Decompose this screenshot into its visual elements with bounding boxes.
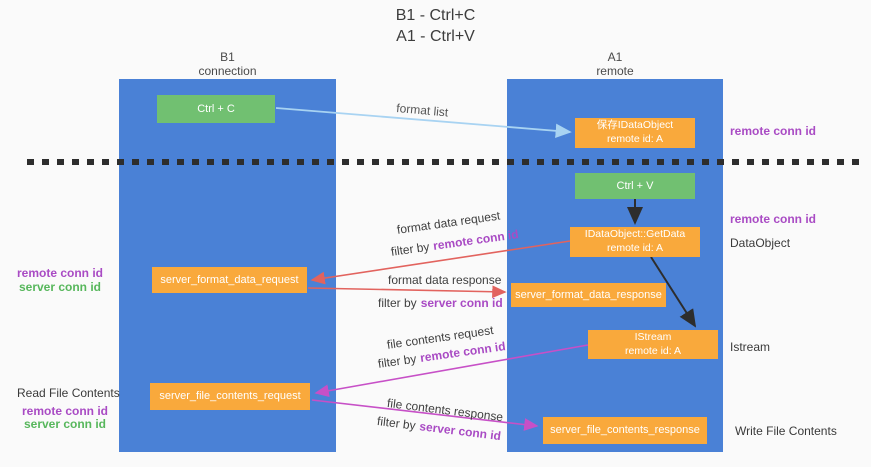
right-remote-conn-id-top: remote conn id — [730, 124, 817, 138]
istream-box: IStream remote id: A — [588, 330, 718, 359]
format-data-response-arrow — [307, 285, 507, 299]
left-column-role: connection — [198, 64, 257, 79]
left-column-name: B1 — [220, 50, 235, 64]
left-server-conn-id-2: server conn id — [23, 417, 106, 431]
server-conn-id-text-2: server conn id — [420, 296, 503, 310]
istream-line1: IStream — [634, 330, 672, 343]
save-dataobject-box: 保存IDataObject remote id: A — [575, 118, 695, 148]
ctrl-v-label: Ctrl + V — [616, 179, 654, 192]
read-file-contents-label: Read File Contents — [17, 386, 120, 400]
getdata-line1: IDataObject::GetData — [584, 228, 686, 241]
server-format-data-request-box: server_format_data_request — [152, 267, 307, 293]
save-dataobject-line2: remote id: A — [606, 133, 664, 145]
title-line-1: B1 - Ctrl+C — [395, 7, 476, 24]
left-remote-conn-id-1: remote conn id — [17, 266, 104, 280]
server-file-contents-request-label: server_file_contents_request — [159, 390, 301, 403]
right-column-header: A1 remote — [507, 50, 723, 79]
diagram-title: B1 - Ctrl+C A1 - Ctrl+V — [0, 6, 871, 48]
right-istream-label: Istream — [730, 340, 771, 354]
right-dataobject-label: DataObject — [730, 236, 791, 250]
left-server-conn-id-1: server conn id — [18, 280, 101, 294]
right-column-name: A1 — [607, 50, 623, 64]
left-column-header: B1 connection — [119, 50, 336, 79]
title-line-2: A1 - Ctrl+V — [396, 27, 475, 45]
left-remote-conn-id-2: remote conn id — [22, 404, 109, 418]
server-file-contents-response-box: server_file_contents_response — [543, 417, 707, 444]
file-contents-request-arrow — [314, 344, 589, 398]
getdata-line2: remote id: A — [606, 242, 664, 254]
server-format-data-request-label: server_format_data_request — [160, 273, 299, 286]
ctrl-c-label: Ctrl + C — [197, 102, 235, 115]
ctrl-c-box: Ctrl + C — [157, 95, 275, 123]
server-format-data-response-box: server_format_data_response — [511, 283, 666, 307]
server-file-contents-response-label: server_file_contents_response — [550, 424, 700, 437]
filter-by-text-2: filter by — [378, 296, 417, 310]
server-format-data-response-label: server_format_data_response — [515, 288, 662, 301]
idataobject-getdata-box: IDataObject::GetData remote id: A — [570, 227, 700, 257]
file-contents-response-arrow — [311, 399, 539, 431]
istream-line2: remote id: A — [624, 344, 682, 357]
right-remote-conn-id-mid: remote conn id — [730, 212, 817, 226]
format-list-arrow — [275, 107, 572, 139]
format-data-response-label: format data response — [388, 273, 502, 287]
write-file-contents-label: Write File Contents — [735, 424, 837, 438]
getdata-to-istream-arrow — [650, 256, 697, 328]
right-column-role: remote — [596, 64, 634, 79]
save-dataobject-line1: 保存IDataObject — [596, 119, 674, 132]
ctrl-v-box: Ctrl + V — [575, 173, 695, 199]
server-file-contents-request-box: server_file_contents_request — [150, 383, 310, 410]
format-data-request-arrow — [310, 240, 571, 285]
